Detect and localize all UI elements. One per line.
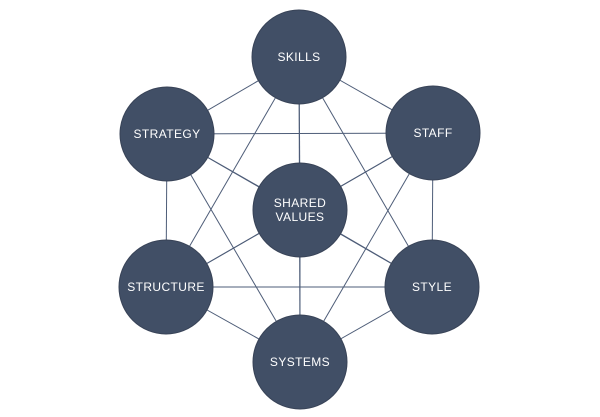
node-systems: [252, 314, 348, 410]
node-structure: [118, 239, 214, 335]
node-staff: [385, 85, 481, 181]
node-strategy: [119, 86, 215, 182]
node-skills: [251, 9, 347, 105]
node-layer: [118, 9, 481, 410]
node-style: [384, 239, 480, 335]
node-shared-values: [252, 162, 348, 258]
